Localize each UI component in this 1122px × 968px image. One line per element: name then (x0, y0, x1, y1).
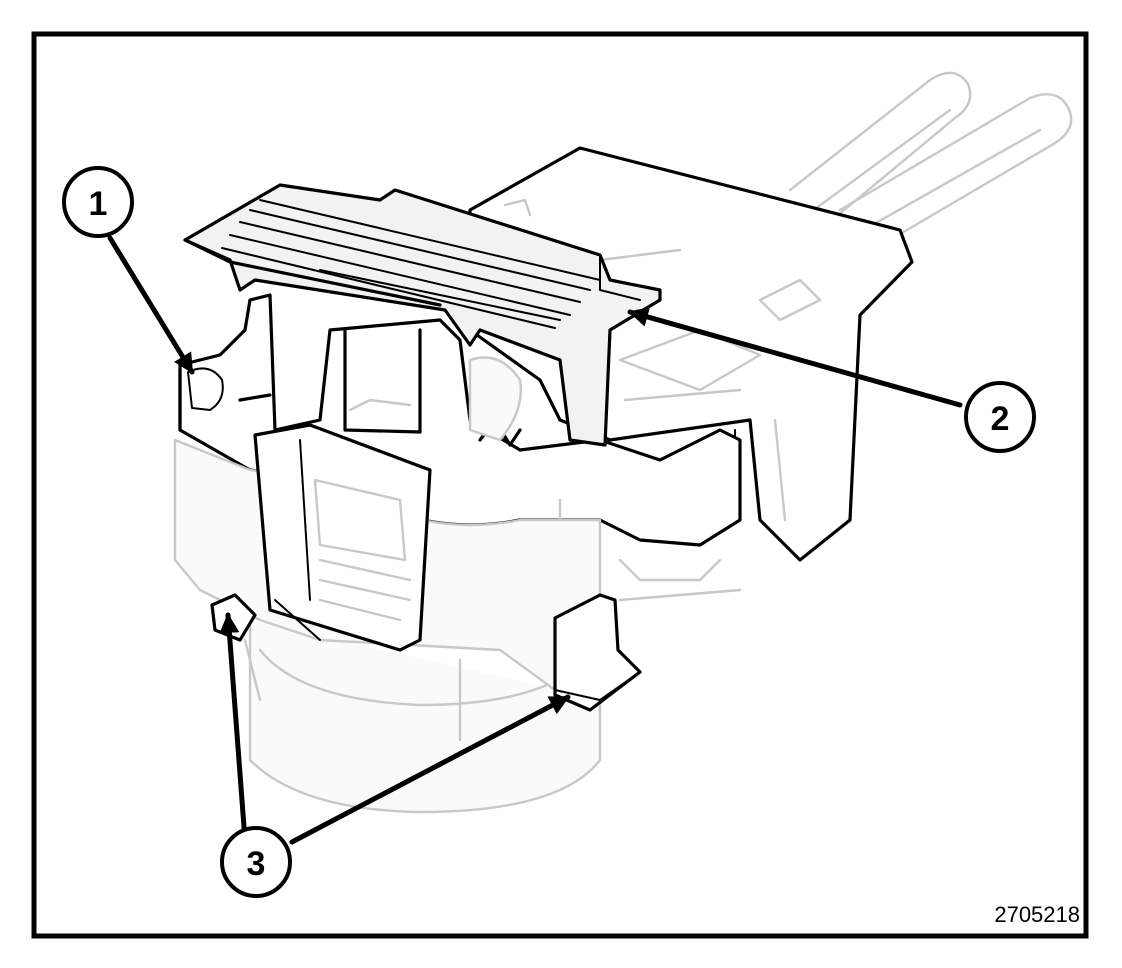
leader-lines (107, 235, 963, 845)
terminal-position-assurance (178, 367, 272, 432)
wire-harness (788, 71, 1073, 242)
callout-1: 1 (62, 166, 134, 238)
callout-2: 2 (964, 381, 1036, 453)
leader-1 (107, 235, 195, 375)
locking-lever (253, 423, 432, 652)
callout-1-label: 1 (89, 185, 108, 223)
leader-2 (627, 307, 963, 408)
latch-window (343, 328, 522, 447)
callout-2-label: 2 (991, 400, 1010, 438)
release-tab (183, 183, 662, 447)
leader-3b (289, 694, 571, 845)
callout-3-label: 3 (247, 845, 266, 883)
callout-3: 3 (220, 826, 292, 898)
diagram-border (31, 31, 1089, 939)
figure-number: 2705218 (994, 902, 1080, 927)
leader-3a (219, 612, 248, 843)
